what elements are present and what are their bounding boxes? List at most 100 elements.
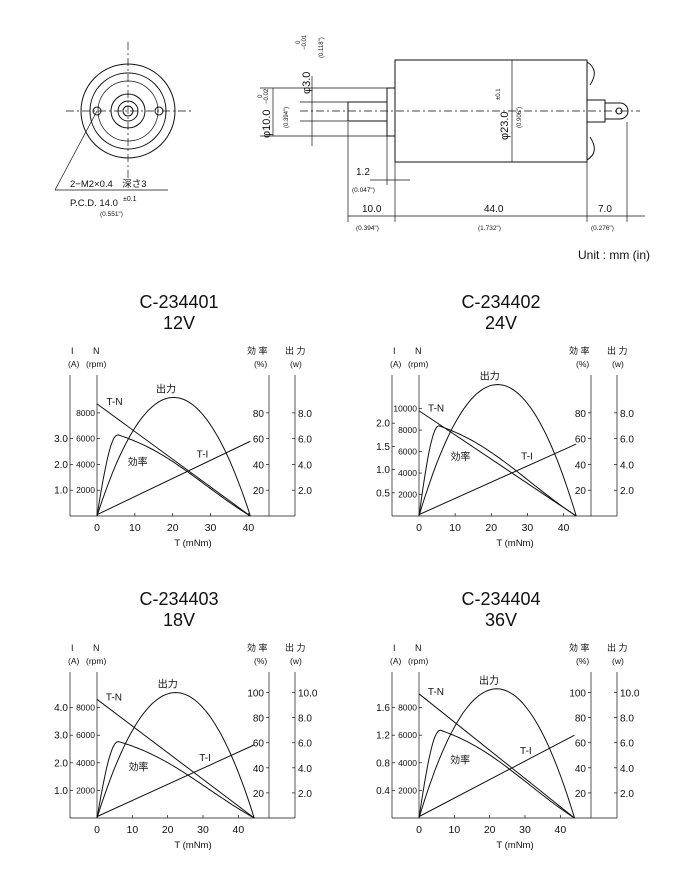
axis-label-current: I <box>71 346 74 356</box>
axis-unit-output: (w) <box>290 656 302 666</box>
tick-label-efficiency: 40 <box>575 460 587 471</box>
series-t-i <box>96 440 251 516</box>
axis-unit-current: (A) <box>390 656 402 666</box>
series-output <box>96 691 255 819</box>
front-screw-hole-right <box>154 106 164 116</box>
label-efficiency: 効率 <box>450 450 470 463</box>
dim-body-tol: ±0.1 <box>496 88 502 100</box>
front-boss-circle <box>110 93 146 129</box>
tick-label-efficiency: 40 <box>253 460 265 471</box>
label-t-n: T-N <box>428 687 444 698</box>
tick-label-current: 4.0 <box>54 703 68 714</box>
axis-unit-speed: (rpm) <box>86 359 106 369</box>
axis-label-efficiency: 効 率 <box>569 345 590 356</box>
dim-boss-in: (0.394") <box>284 107 290 128</box>
axis-title-torque: T (mNm) <box>174 538 211 549</box>
tick-label-current: 2.0 <box>376 419 390 430</box>
tick-label-speed: 10000 <box>393 404 417 414</box>
tick-label-speed: 8000 <box>398 703 417 713</box>
axis-label-output: 出 力 <box>607 642 628 653</box>
tick-label-output: 8.0 <box>298 409 312 420</box>
tick-label-current: 1.5 <box>376 442 390 453</box>
tick-label-efficiency: 80 <box>575 409 587 420</box>
series-t-i <box>96 744 255 818</box>
tick-label-torque: 30 <box>519 824 531 836</box>
axis-label-output: 出 力 <box>285 345 306 356</box>
tick-label-efficiency: 20 <box>253 486 265 497</box>
tick-label-output: 6.0 <box>620 739 634 750</box>
tick-label-current: 1.0 <box>54 486 68 497</box>
tick-label-torque: 20 <box>167 522 179 534</box>
tick-label-output: 4.0 <box>298 764 312 775</box>
dim-7-in: (0.276") <box>591 225 614 232</box>
tick-label-efficiency: 80 <box>575 714 587 725</box>
tick-label-current: 0.8 <box>376 758 390 769</box>
label-t-i: T-I <box>197 450 209 461</box>
front-note-pcd-in: (0.551") <box>100 211 123 218</box>
series-efficiency <box>96 434 251 517</box>
tick-label-speed: 8000 <box>76 408 95 418</box>
dim-boss-dia: φ10.0 <box>261 109 273 138</box>
dim-12-in: (0.047") <box>352 187 375 194</box>
axis-label-speed: N <box>415 643 422 653</box>
chart-title: C-234401 <box>139 292 218 312</box>
tick-label-speed: 4000 <box>76 758 95 768</box>
front-shaft-circle <box>122 105 134 117</box>
label-output: 出力 <box>156 382 176 395</box>
dim-shaft-tol-bot: −0.01 <box>302 34 308 50</box>
front-outer-circle <box>80 63 176 159</box>
axis-unit-efficiency: (%) <box>576 656 589 666</box>
front-leader-line <box>54 110 98 191</box>
tick-label-speed: 4000 <box>398 468 417 478</box>
tick-label-efficiency: 40 <box>575 764 587 775</box>
chart-subtitle: 12V <box>163 313 195 333</box>
axis-unit-output: (w) <box>612 359 624 369</box>
tick-label-current: 1.2 <box>376 731 390 742</box>
axis-label-current: I <box>71 643 74 653</box>
axis-unit-efficiency: (%) <box>254 656 267 666</box>
axis-unit-speed: (rpm) <box>408 359 428 369</box>
series-output <box>418 383 577 517</box>
series-efficiency <box>418 729 575 819</box>
tick-label-torque: 0 <box>94 824 100 836</box>
motor-boss <box>386 87 396 137</box>
tick-label-efficiency: 40 <box>253 764 265 775</box>
front-note-pcd-tol: ±0.1 <box>123 196 137 203</box>
tick-label-torque: 40 <box>243 522 255 534</box>
series-t-i <box>418 443 577 516</box>
label-output: 出力 <box>479 674 499 687</box>
tick-label-torque: 10 <box>129 522 141 534</box>
tick-label-output: 6.0 <box>298 739 312 750</box>
tick-label-speed: 2000 <box>76 785 95 795</box>
motor-terminal-hole <box>615 107 623 115</box>
tick-label-speed: 2000 <box>76 485 95 495</box>
motor-terminal-bottom <box>586 136 595 161</box>
tick-label-torque: 30 <box>522 522 534 534</box>
tick-label-speed: 4000 <box>398 758 417 768</box>
front-pcd-circle <box>97 80 159 142</box>
label-t-i: T-I <box>199 753 211 764</box>
axis-label-speed: N <box>93 346 100 356</box>
axis-label-efficiency: 効 率 <box>247 345 268 356</box>
tick-label-efficiency: 60 <box>575 435 587 446</box>
axis-label-speed: N <box>93 643 100 653</box>
axis-unit-speed: (rpm) <box>408 656 428 666</box>
tick-label-torque: 20 <box>484 824 496 836</box>
label-efficiency: 効率 <box>450 754 470 767</box>
tick-label-efficiency: 60 <box>575 739 587 750</box>
tick-label-efficiency: 100 <box>247 689 264 700</box>
axis-title-torque: T (mNm) <box>496 538 533 549</box>
dim-body-dia: φ23.0 <box>499 111 511 140</box>
tick-label-torque: 0 <box>416 824 422 836</box>
unit-label: Unit : mm (in) <box>578 248 650 262</box>
tick-label-output: 4.0 <box>620 764 634 775</box>
tick-label-efficiency: 20 <box>575 486 587 497</box>
tick-label-efficiency: 80 <box>253 714 265 725</box>
tick-label-current: 0.4 <box>376 786 390 797</box>
dim-body-in: (0.906") <box>517 107 523 128</box>
tick-label-current: 1.0 <box>54 786 68 797</box>
front-view: 2−M2×0.4 深さ3 P.C.D. 14.0 ±0.1 (0.551") <box>54 42 192 218</box>
chart-title: C-234404 <box>461 589 540 609</box>
chart-title: C-234402 <box>461 292 540 312</box>
